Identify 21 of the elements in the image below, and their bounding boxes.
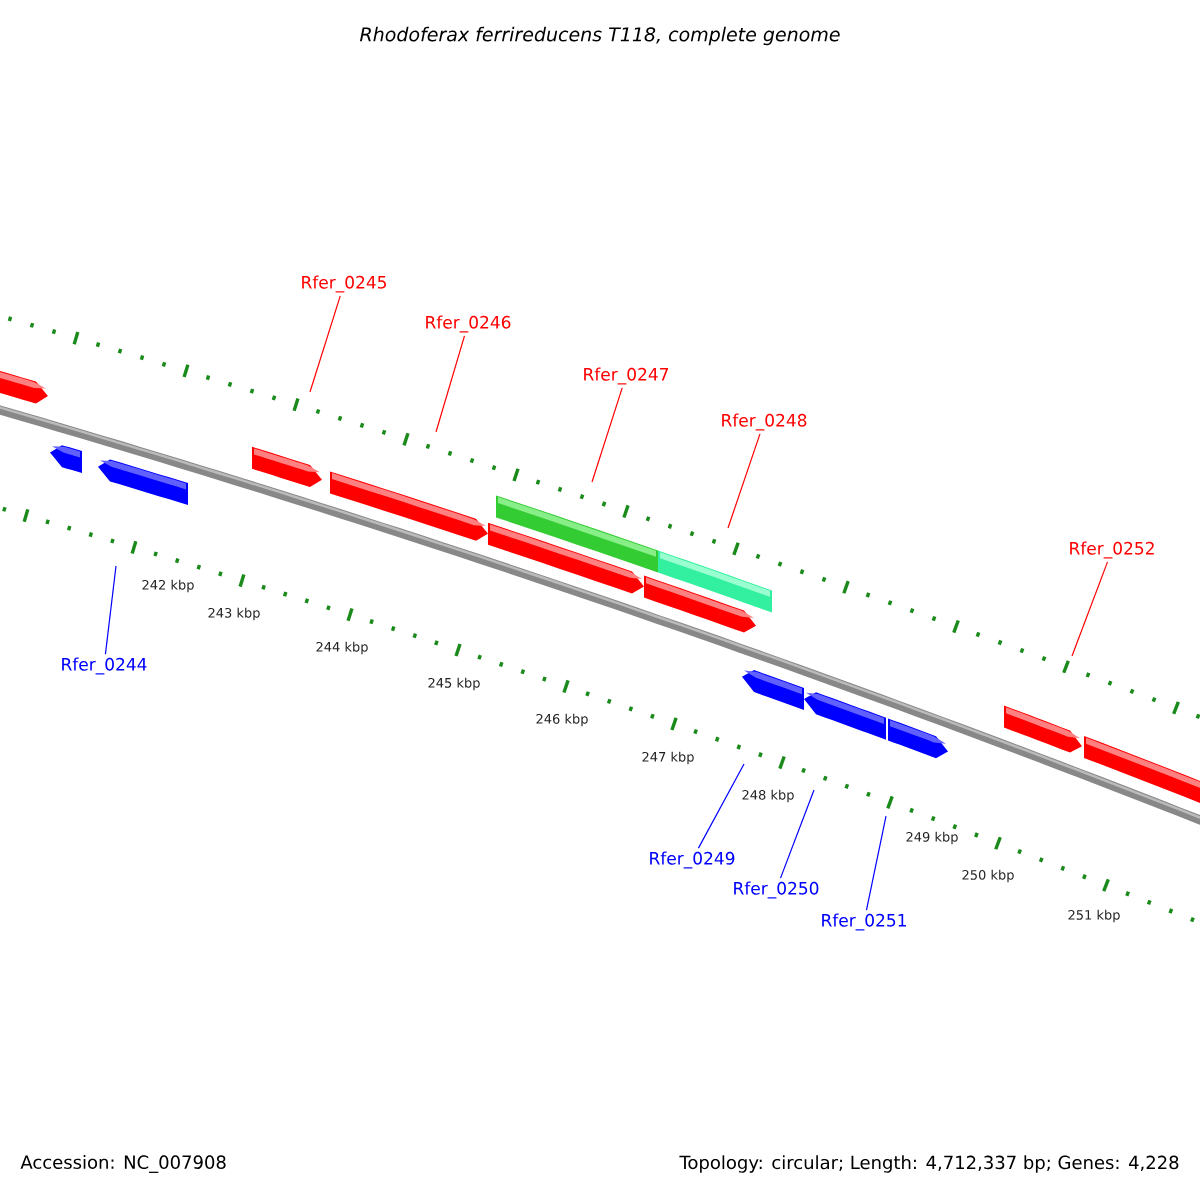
gene-label: Rfer_0245 — [302, 275, 386, 293]
footer-text: Accession: NC_007908 — [20, 1155, 226, 1173]
leader-line — [727, 433, 761, 529]
leader-line — [104, 565, 117, 655]
title: Rhodoferax ferrireducens T118, complete genome — [360, 26, 840, 46]
gene-label: Rfer_0248 — [722, 413, 807, 431]
footer-text: Topology: circular; Length: 4,712,337 bp; Genes: 4,228 — [679, 1155, 1179, 1173]
leader-line — [309, 295, 341, 393]
gene-label: Rfer_0247 — [584, 367, 669, 385]
gene-label: Rfer_0246 — [426, 315, 511, 333]
gene-label: Rfer_0250 — [734, 881, 819, 899]
leader-line — [435, 335, 466, 433]
leader-line — [591, 387, 623, 483]
gene-label: Rfer_0249 — [650, 851, 735, 869]
leader-line — [1071, 561, 1109, 657]
leader-line — [779, 789, 815, 879]
leader-line — [697, 763, 745, 849]
gene-label: Rfer_0252 — [1070, 541, 1154, 559]
gene-label: Rfer_0244 — [62, 657, 147, 675]
gene-label: Rfer_0251 — [822, 913, 906, 931]
leader-line — [865, 815, 887, 911]
